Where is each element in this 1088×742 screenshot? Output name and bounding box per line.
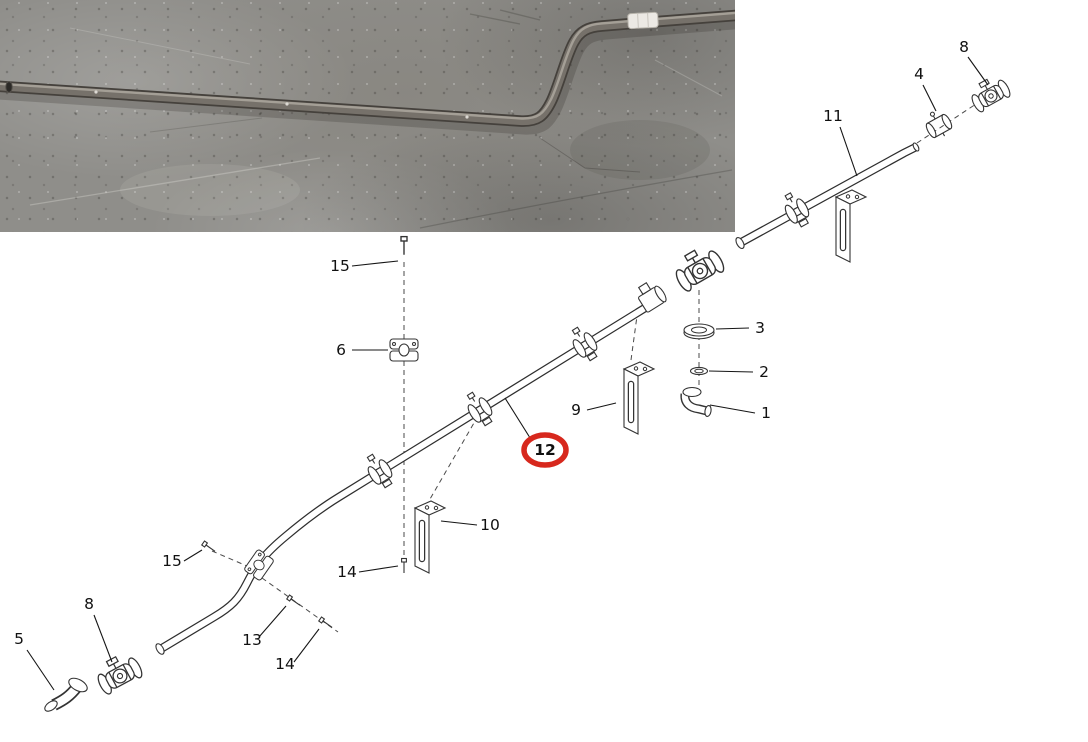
- photo-overlay: [0, 9, 735, 229]
- hanger-bracket: [836, 190, 866, 262]
- callout-part-1[interactable]: 1: [709, 404, 771, 422]
- callout-part-14-lower[interactable]: 14: [275, 628, 320, 673]
- callout-label[interactable]: 14: [337, 563, 357, 581]
- flange-3: [683, 323, 715, 340]
- callout-label[interactable]: 9: [571, 401, 581, 419]
- callout-label[interactable]: 8: [959, 38, 969, 56]
- washer-2: [689, 366, 709, 376]
- callout-part-6[interactable]: 6: [336, 341, 388, 359]
- callout-label[interactable]: 4: [914, 65, 924, 83]
- callout-label[interactable]: 10: [480, 516, 500, 534]
- callout-label[interactable]: 11: [823, 107, 843, 125]
- bolt-14-mid: [401, 557, 407, 574]
- callout-label[interactable]: 8: [84, 595, 94, 613]
- pipe-end-elbow: [637, 281, 667, 313]
- callout-label[interactable]: 15: [330, 257, 350, 275]
- mounting-bracket-9: [624, 362, 654, 434]
- highlight-ellipse: [521, 432, 569, 468]
- clamp-block-6: [389, 338, 419, 362]
- callout-label[interactable]: 2: [759, 363, 769, 381]
- callout-label[interactable]: 15: [162, 552, 182, 570]
- pipe-end-connector: [627, 11, 659, 30]
- valve-assembly: [668, 240, 728, 294]
- callout-label[interactable]: 13: [242, 631, 262, 649]
- elbow-fitting-5: [44, 677, 88, 712]
- pipe-shadow: [0, 16, 735, 135]
- callout-part-11[interactable]: 11: [823, 107, 858, 177]
- valve-8-top: [965, 71, 1013, 115]
- callout-part-3[interactable]: 3: [715, 319, 765, 337]
- concrete-texture: [29, 9, 733, 229]
- callout-part-14-mid[interactable]: 14: [337, 563, 399, 581]
- callout-part-9[interactable]: 9: [571, 401, 617, 419]
- elbow-fitting-1: [680, 386, 712, 417]
- mounting-bracket-10: [415, 501, 445, 573]
- upper-boom-pipe: [735, 142, 920, 250]
- callout-label[interactable]: 14: [275, 655, 295, 673]
- pin-15-top: [400, 235, 408, 256]
- callout-part-4[interactable]: 4: [914, 65, 937, 112]
- photo-pipe: [0, 9, 735, 127]
- valve-8-bottom: [91, 648, 146, 697]
- callout-part-12-highlighted[interactable]: 12: [504, 397, 569, 468]
- callout-label[interactable]: 12: [534, 441, 556, 459]
- callout-part-15-lower[interactable]: 15: [162, 549, 203, 570]
- callout-label[interactable]: 6: [336, 341, 346, 359]
- callout-label[interactable]: 1: [761, 404, 771, 422]
- callout-part-2[interactable]: 2: [708, 363, 769, 381]
- callout-part-8-top[interactable]: 8: [959, 38, 989, 86]
- reference-photo: [0, 0, 735, 232]
- callout-label[interactable]: 5: [14, 630, 24, 648]
- callout-label[interactable]: 3: [755, 319, 765, 337]
- callout-part-15-top[interactable]: 15: [330, 257, 399, 275]
- callout-part-13[interactable]: 13: [242, 605, 287, 649]
- callout-part-8-lower[interactable]: 8: [84, 595, 113, 663]
- callout-part-10[interactable]: 10: [440, 516, 500, 534]
- callout-part-5[interactable]: 5: [14, 630, 55, 691]
- bolt-13: [286, 594, 302, 608]
